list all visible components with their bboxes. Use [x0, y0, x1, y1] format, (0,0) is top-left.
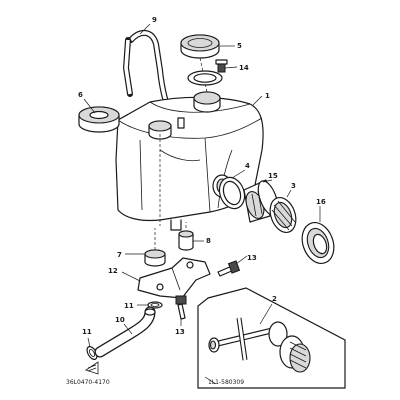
- hose-clip-lower: [86, 346, 98, 360]
- inset-label: 1L1-580309: [208, 379, 244, 386]
- callout-15: 15: [268, 172, 278, 180]
- callout-13-lower: 13: [175, 328, 185, 336]
- callout-10: 10: [115, 316, 125, 324]
- callout-9: 9: [152, 16, 157, 24]
- callout-16: 16: [316, 198, 326, 206]
- drawing-code: 36L0470-4170: [66, 379, 110, 386]
- grommet: [78, 106, 120, 133]
- callout-12: 12: [108, 267, 118, 275]
- callout-numbers: 1 2 3 4 5 6 7 8 9 10 11 11 12 13 13 14 1…: [78, 16, 326, 336]
- o-ring: [218, 176, 246, 210]
- seal-ring: [301, 222, 335, 264]
- leader-lines: [83, 23, 321, 385]
- drain-plug: [269, 196, 297, 234]
- alignment-lines: [154, 57, 208, 250]
- collar: [178, 230, 194, 251]
- cap-gasket: [187, 59, 228, 86]
- callout-11-lower: 11: [82, 328, 92, 336]
- callout-14: 14: [239, 64, 249, 72]
- direction-arrow-icon: [85, 361, 99, 375]
- callout-3: 3: [291, 182, 296, 190]
- callout-11-upper: 11: [124, 302, 134, 310]
- mounting-bracket: [137, 257, 211, 299]
- callout-4: 4: [245, 162, 250, 170]
- callout-6: 6: [78, 91, 83, 99]
- bolt-upper: [217, 260, 241, 277]
- oil-tank: [115, 91, 264, 231]
- callout-8: 8: [206, 237, 211, 245]
- filler-cap: [180, 34, 220, 59]
- callout-13-upper: 13: [247, 254, 257, 262]
- callout-7: 7: [117, 251, 122, 259]
- callout-5: 5: [237, 42, 242, 50]
- drain-grommet: [144, 249, 166, 267]
- bolt-lower: [175, 295, 187, 320]
- inset-detail: [197, 287, 346, 389]
- callout-1: 1: [265, 92, 270, 100]
- callout-2: 2: [272, 295, 277, 303]
- oil-hose: [94, 306, 156, 358]
